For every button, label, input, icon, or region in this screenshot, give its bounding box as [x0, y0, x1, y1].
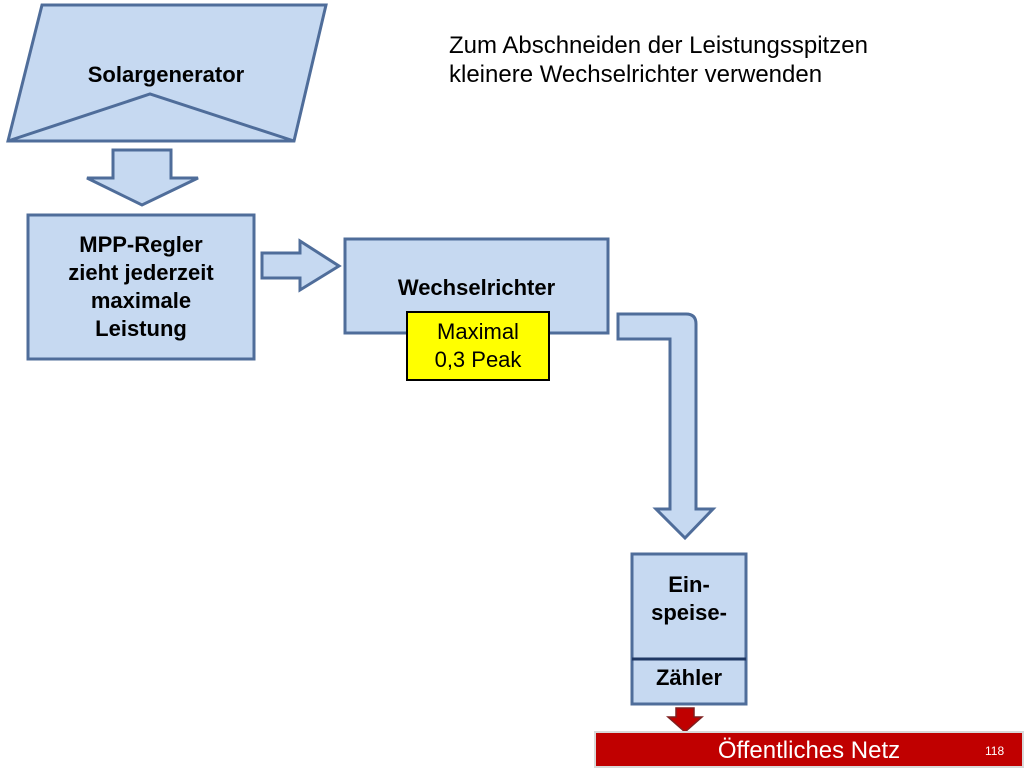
solar-generator-label: Solargenerator — [87, 62, 245, 87]
meter-top-line-2: speise- — [651, 600, 727, 625]
mpp-label-line-1: MPP-Regler — [79, 232, 203, 257]
inverter-limit-badge: Maximal 0,3 Peak — [406, 311, 550, 381]
arrow-solar-to-mpp — [86, 148, 199, 207]
meter-top-line-1: Ein- — [668, 572, 710, 597]
annotation-line-2: kleinere Wechselrichter verwenden — [449, 61, 823, 88]
annotation-line-1: Zum Abschneiden der Leistungsspitzen — [449, 32, 868, 59]
page-number: 118 — [985, 744, 1005, 758]
limit-line-1: Maximal — [437, 319, 519, 344]
annotation-note: Zum Abschneiden der Leistungsspitzen kle… — [449, 31, 868, 89]
mpp-label-line-3: maximale — [90, 288, 192, 313]
mpp-label-line-2: zieht jederzeit — [68, 260, 214, 285]
public-grid-box: Öffentliches Netz — [594, 731, 1024, 768]
meter-bottom-label: Zähler — [655, 665, 723, 690]
meter-top-label: Ein- speise- — [632, 566, 746, 632]
arrow-mpp-to-inverter — [260, 238, 342, 293]
mpp-box — [26, 213, 256, 361]
mpp-label: MPP-Regler zieht jederzeit maximale Leis… — [28, 222, 254, 352]
solar-generator-inner-line — [7, 92, 295, 143]
inverter-label: Wechselrichter — [397, 275, 556, 300]
mpp-label-line-4: Leistung — [95, 316, 187, 341]
meter-box — [630, 552, 748, 706]
limit-line-2: 0,3 Peak — [434, 347, 522, 372]
arrow-inverter-to-meter — [616, 312, 717, 541]
arrow-meter-to-grid — [666, 707, 704, 734]
public-grid-label: Öffentliches Netz — [717, 737, 901, 764]
